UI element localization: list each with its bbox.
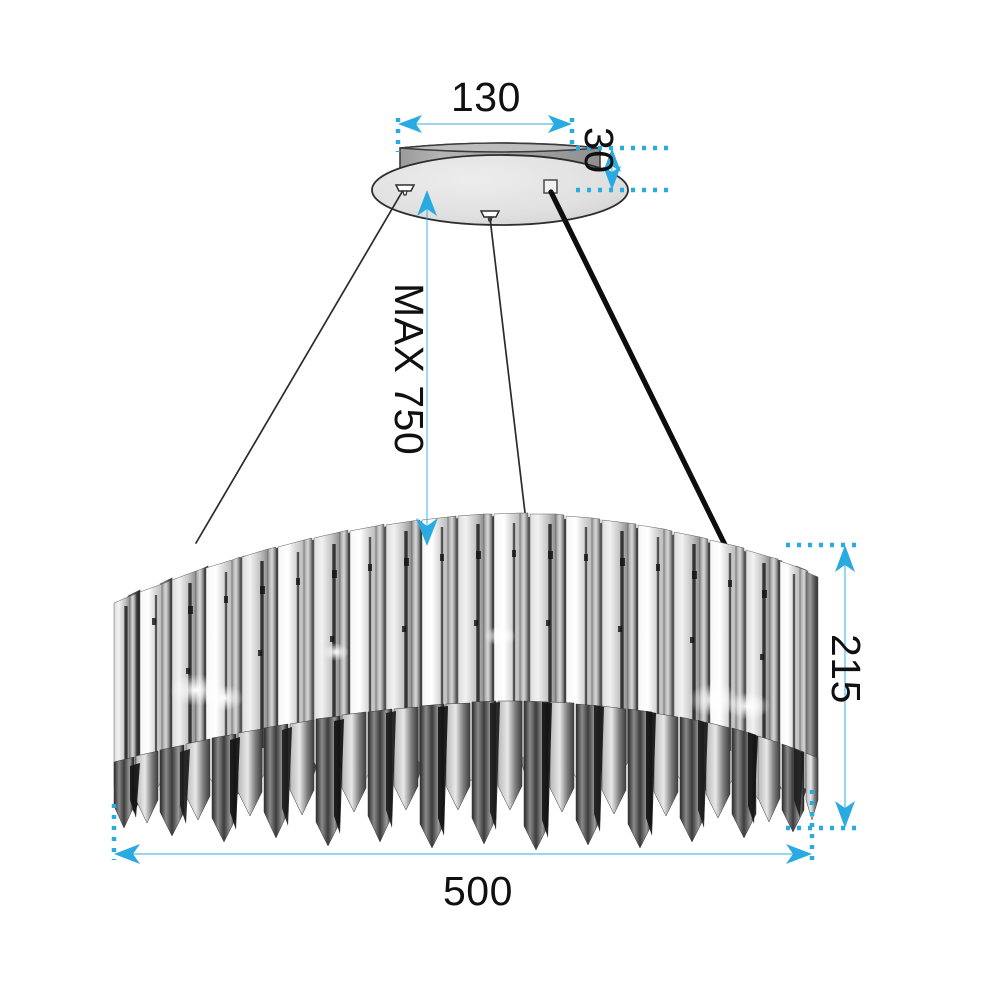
suspension-cables xyxy=(195,189,731,554)
dimension-500 xyxy=(111,790,815,864)
suspension-cable-center xyxy=(489,217,529,539)
sparkle-highlights xyxy=(170,626,770,720)
dimension-label-max750: MAX 750 xyxy=(386,283,432,456)
cable-grip-fitting-left xyxy=(394,184,416,196)
ceiling-canopy xyxy=(371,142,629,226)
crystal-tip-shards xyxy=(130,702,804,838)
dimension-max750 xyxy=(416,190,438,546)
canopy-band-top xyxy=(399,142,601,153)
crystal-tip-fringe xyxy=(113,700,819,851)
dimension-130 xyxy=(395,115,575,152)
chrome-crystal-blade-drum xyxy=(113,512,819,851)
suspension-cable-left xyxy=(195,191,403,544)
dimension-annotations xyxy=(111,115,856,864)
dimension-30 xyxy=(576,145,670,193)
dimension-label-30: 30 xyxy=(576,127,622,174)
canopy-plate xyxy=(371,154,629,226)
dimension-label-130: 130 xyxy=(451,74,521,120)
dimension-label-215: 215 xyxy=(823,634,869,704)
power-cable xyxy=(548,189,731,554)
dimension-label-500: 500 xyxy=(443,868,513,914)
dimension-215 xyxy=(786,542,856,831)
blade-facet-marks xyxy=(152,550,767,674)
